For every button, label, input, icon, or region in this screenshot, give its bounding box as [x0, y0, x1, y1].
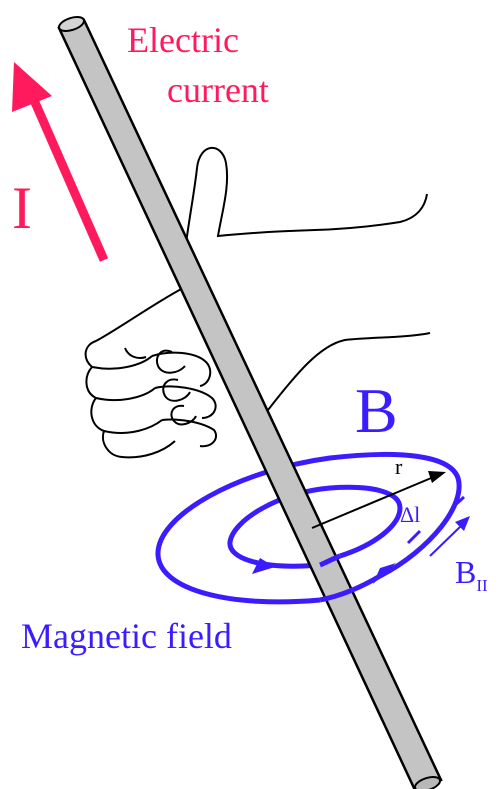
b-parallel-main: B — [455, 554, 476, 590]
magnetic-field-label: Magnetic field — [21, 616, 232, 656]
field-symbol: B — [355, 375, 398, 446]
current-symbol: I — [12, 175, 32, 241]
radius-arrowhead — [428, 471, 446, 483]
electric-current-label-line1: Electric — [127, 20, 239, 60]
b-parallel-line — [430, 524, 463, 556]
b-parallel-subscript: II — [476, 576, 488, 595]
b-parallel-label: BII — [455, 554, 488, 595]
delta-l-tick-1 — [408, 531, 420, 543]
electric-current-label-line2: current — [167, 70, 269, 110]
current-arrow-shaft — [34, 100, 104, 260]
radius-label: r — [395, 454, 403, 479]
delta-l-label: Δl — [400, 502, 420, 527]
